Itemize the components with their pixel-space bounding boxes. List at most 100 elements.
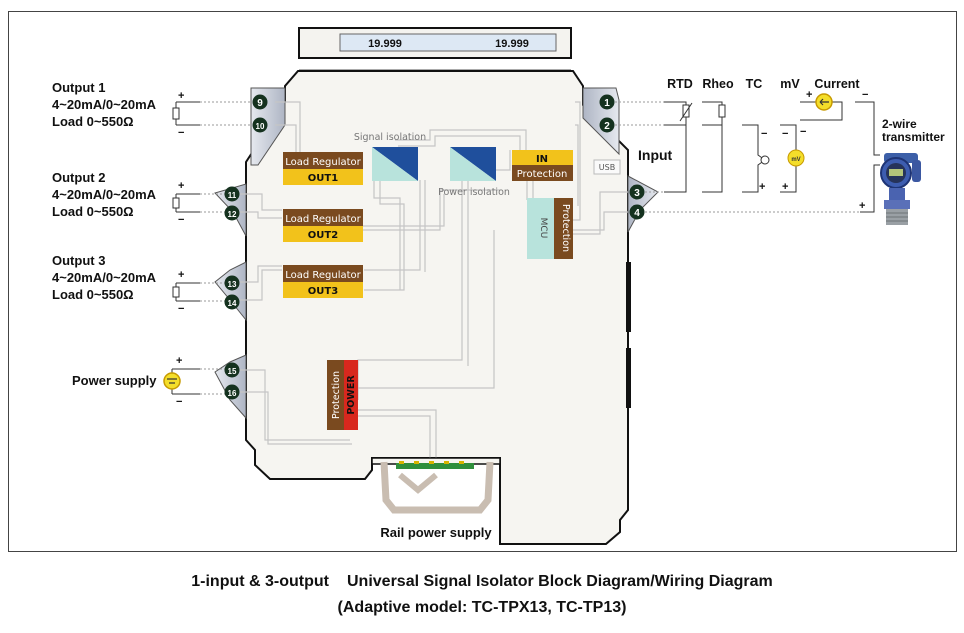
power-isolation-label: Power isolation bbox=[438, 187, 510, 198]
svg-text:−: − bbox=[800, 126, 806, 138]
input-protection-block: IN Protection bbox=[512, 150, 573, 181]
caption-config: 1-input & 3-output bbox=[191, 573, 329, 590]
load-regulator-out1: Load Regulator OUT1 bbox=[283, 152, 363, 185]
svg-text:16: 16 bbox=[228, 389, 237, 398]
svg-text:13: 13 bbox=[228, 280, 237, 289]
input-type-tc: TC bbox=[746, 77, 763, 91]
svg-text:Load Regulator: Load Regulator bbox=[285, 270, 361, 281]
output-wiring bbox=[171, 101, 252, 395]
diagram-caption-line2: (Adaptive model: TC-TPX13, TC-TP13) bbox=[337, 599, 627, 616]
minus-sign: − bbox=[178, 303, 184, 315]
usb-port[interactable]: USB bbox=[593, 159, 621, 175]
terminal-4: 4 bbox=[629, 204, 645, 220]
svg-text:15: 15 bbox=[228, 367, 237, 376]
terminal-13: 13 bbox=[224, 275, 240, 291]
housing-side-bar-1 bbox=[626, 262, 631, 332]
millivolt-meter-icon: mV bbox=[787, 149, 805, 167]
output-3-range: 4~20mA/0~20mA bbox=[52, 270, 157, 285]
output-1-label: Output 1 4~20mA/0~20mA Load 0~550Ω bbox=[52, 80, 157, 129]
load-resistor-icon bbox=[172, 286, 180, 298]
internal-traces bbox=[240, 101, 628, 458]
rheo-resistor-icon bbox=[718, 104, 726, 118]
usb-label: USB bbox=[599, 163, 615, 172]
thermocouple-icon bbox=[760, 155, 770, 165]
svg-text:9: 9 bbox=[257, 98, 263, 109]
lcd-reading-2: 19.999 bbox=[495, 38, 529, 50]
din-rail: Rail power supply bbox=[371, 457, 501, 540]
output-2-title: Output 2 bbox=[52, 170, 105, 185]
minus-sign: − bbox=[178, 127, 184, 139]
input-type-labels: RTD Rheo TC mV Current bbox=[667, 77, 860, 91]
load-resistor-icon bbox=[172, 107, 180, 120]
svg-text:3: 3 bbox=[634, 188, 640, 199]
load-resistor-icon bbox=[172, 197, 180, 209]
svg-text:+: + bbox=[782, 181, 788, 193]
rail-pcb bbox=[396, 463, 474, 469]
svg-text:Load Regulator: Load Regulator bbox=[285, 214, 361, 225]
svg-text:4: 4 bbox=[634, 208, 640, 219]
svg-text:Protection: Protection bbox=[517, 169, 568, 180]
mcu-block: MCU Protection bbox=[527, 198, 573, 259]
minus-sign: − bbox=[176, 396, 182, 408]
terminal-12: 12 bbox=[224, 205, 240, 221]
svg-text:1: 1 bbox=[604, 98, 610, 109]
output-1-load: Load 0~550Ω bbox=[52, 114, 134, 129]
svg-text:−: − bbox=[782, 128, 788, 140]
housing-side-bar-2 bbox=[626, 348, 631, 408]
power-protection-label: Protection bbox=[331, 371, 342, 419]
minus-sign: − bbox=[178, 214, 184, 226]
mcu-label: MCU bbox=[538, 218, 548, 239]
input-type-mv: mV bbox=[780, 77, 800, 91]
plus-sign: + bbox=[178, 269, 184, 281]
output-2-label: Output 2 4~20mA/0~20mA Load 0~550Ω bbox=[52, 170, 157, 219]
display-module: 19.999 19.999 bbox=[298, 27, 572, 71]
input-wiring bbox=[615, 101, 880, 213]
power-isolation-block: Power isolation bbox=[438, 147, 510, 198]
load-regulator-out2: Load Regulator OUT2 bbox=[283, 209, 363, 242]
output-1-title: Output 1 bbox=[52, 80, 105, 95]
output-3-load: Load 0~550Ω bbox=[52, 287, 134, 302]
plus-sign: + bbox=[178, 90, 184, 102]
signal-isolation-block: Signal isolation bbox=[354, 132, 426, 181]
svg-text:+: + bbox=[759, 181, 765, 193]
output-3-title: Output 3 bbox=[52, 253, 105, 268]
output-2-wiring bbox=[172, 193, 232, 213]
current-source-icon bbox=[815, 93, 833, 111]
left-polarity-marks: + − + − + − + − bbox=[176, 90, 184, 408]
svg-text:mV: mV bbox=[791, 157, 800, 163]
dc-source-icon bbox=[163, 372, 181, 390]
svg-text:−: − bbox=[761, 128, 767, 140]
signal-isolation-label: Signal isolation bbox=[354, 132, 426, 143]
svg-text:−: − bbox=[862, 89, 868, 101]
output-2-load: Load 0~550Ω bbox=[52, 204, 134, 219]
svg-text:14: 14 bbox=[228, 299, 237, 308]
input-label: Input bbox=[638, 147, 673, 163]
terminal-15: 15 bbox=[224, 362, 240, 378]
input-type-rheo: Rheo bbox=[702, 77, 734, 91]
svg-text:Load Regulator: Load Regulator bbox=[285, 157, 361, 168]
terminal-numbers: 9 10 11 12 13 14 15 16 1 2 3 4 bbox=[224, 94, 645, 400]
output-3-label: Output 3 4~20mA/0~20mA Load 0~550Ω bbox=[52, 253, 157, 302]
terminal-2: 2 bbox=[599, 117, 615, 133]
svg-text:OUT3: OUT3 bbox=[308, 286, 338, 297]
svg-text:11: 11 bbox=[228, 191, 237, 200]
terminal-16: 16 bbox=[224, 384, 240, 400]
terminal-block-3-4 bbox=[627, 175, 659, 233]
terminal-11: 11 bbox=[224, 186, 240, 202]
input-type-rtd: RTD bbox=[667, 77, 693, 91]
power-label: POWER bbox=[346, 375, 357, 415]
output-1-range: 4~20mA/0~20mA bbox=[52, 97, 157, 112]
power-protection-block: Protection POWER bbox=[327, 360, 358, 430]
rail-power-supply-label: Rail power supply bbox=[380, 525, 492, 540]
transmitter-label-line1: 2-wire bbox=[882, 117, 917, 131]
terminal-9: 9 bbox=[252, 94, 268, 110]
input-polarity-marks: + − − − − + + + bbox=[759, 89, 868, 212]
power-wiring bbox=[171, 368, 232, 395]
input-type-current: Current bbox=[814, 77, 860, 91]
terminal-3: 3 bbox=[629, 184, 645, 200]
transmitter-label-line2: transmitter bbox=[882, 130, 945, 144]
lcd-screen bbox=[339, 33, 557, 52]
svg-text:IN: IN bbox=[536, 154, 548, 165]
